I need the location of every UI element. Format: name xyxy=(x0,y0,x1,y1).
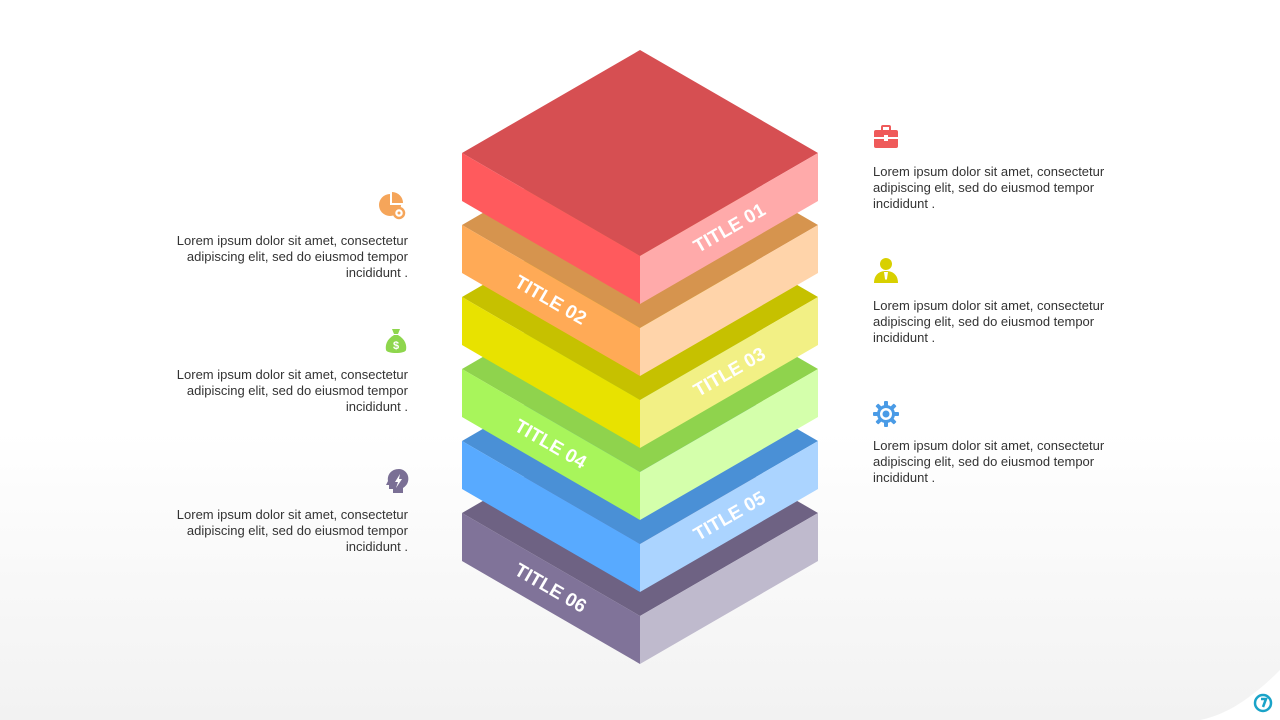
layer-6-right-face xyxy=(640,513,818,664)
gear-icon xyxy=(871,399,901,429)
layer-3-right-face xyxy=(640,297,818,448)
layer-1-left-face xyxy=(462,153,640,304)
briefcase-icon xyxy=(871,122,901,152)
layer-2-right-face xyxy=(640,225,818,376)
head-idea-icon xyxy=(383,466,413,496)
layer-2-left-face xyxy=(462,225,640,376)
layer-4-left-face xyxy=(462,369,640,520)
left-item-1: Lorem ipsum dolor sit amet, consectetur … xyxy=(168,233,408,281)
left-item-2-text: Lorem ipsum dolor sit amet, consectetur … xyxy=(176,367,408,414)
left-item-1-text: Lorem ipsum dolor sit amet, consectetur … xyxy=(176,233,408,280)
pie-chart-gear-icon xyxy=(377,191,407,221)
left-item-3: Lorem ipsum dolor sit amet, consectetur … xyxy=(168,507,408,555)
brand-logo-icon xyxy=(1200,670,1280,720)
left-item-3-text: Lorem ipsum dolor sit amet, consectetur … xyxy=(176,507,408,554)
layer-5-right-face xyxy=(640,441,818,592)
right-item-1: Lorem ipsum dolor sit amet, consectetur … xyxy=(873,164,1113,212)
money-bag-icon: $ xyxy=(381,326,411,356)
layer-4-right-face xyxy=(640,369,818,520)
layer-6-left-face xyxy=(462,513,640,664)
right-item-3-text: Lorem ipsum dolor sit amet, consectetur … xyxy=(873,438,1105,485)
layer-3-left-face xyxy=(462,297,640,448)
right-item-3: Lorem ipsum dolor sit amet, consectetur … xyxy=(873,438,1113,486)
right-item-2: Lorem ipsum dolor sit amet, consectetur … xyxy=(873,298,1113,346)
left-item-2: Lorem ipsum dolor sit amet, consectetur … xyxy=(168,367,408,415)
layer-1-right-face xyxy=(640,153,818,304)
right-item-1-text: Lorem ipsum dolor sit amet, consectetur … xyxy=(873,164,1105,211)
right-item-2-text: Lorem ipsum dolor sit amet, consectetur … xyxy=(873,298,1105,345)
layer-5-left-face xyxy=(462,441,640,592)
svg-text:$: $ xyxy=(393,340,399,352)
layer-1: TITLE 01 xyxy=(462,50,818,304)
user-icon xyxy=(871,255,901,285)
